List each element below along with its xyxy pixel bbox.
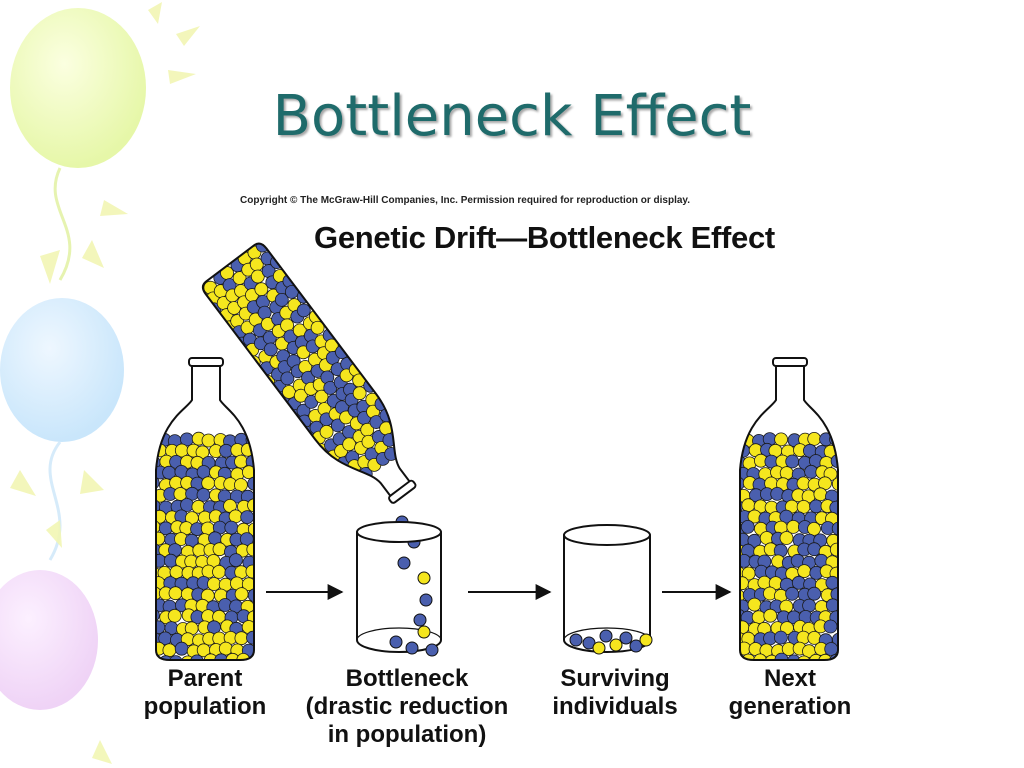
parent-population-bottle: [155, 357, 255, 661]
bead: [196, 487, 211, 502]
stage-label-line: population: [143, 693, 267, 720]
bead: [247, 476, 254, 491]
bead: [203, 653, 218, 660]
stage-label-surviving: Surviving individuals: [530, 665, 700, 721]
bead: [741, 498, 756, 513]
bead: [247, 522, 254, 537]
bead: [797, 564, 812, 578]
bead: [832, 632, 838, 647]
bead: [156, 433, 161, 448]
bead: [401, 433, 416, 448]
bead: [751, 610, 766, 625]
bead: [234, 587, 249, 601]
bead: [240, 510, 254, 524]
bead: [156, 475, 160, 490]
bead: [342, 479, 357, 494]
bead: [212, 565, 226, 579]
bead: [785, 586, 799, 601]
stage-label-next: Next generation: [705, 665, 875, 721]
bead: [162, 643, 177, 658]
bead: [831, 521, 838, 536]
bead: [156, 553, 166, 568]
bead: [807, 431, 822, 446]
stage-label-line: Parent: [167, 665, 243, 692]
stage-label-line: (drastic reduction: [305, 693, 509, 720]
bead: [201, 476, 216, 491]
bead: [224, 520, 239, 535]
bead: [740, 576, 749, 591]
bead: [156, 531, 166, 546]
bead: [190, 654, 204, 660]
bead: [818, 653, 833, 660]
bead: [763, 608, 778, 623]
bead: [779, 531, 794, 545]
bead: [234, 454, 248, 469]
bead: [807, 542, 822, 557]
stage-label-line: Surviving: [560, 665, 670, 692]
bead: [740, 620, 750, 635]
bead: [740, 499, 744, 514]
bead: [740, 433, 745, 448]
bead: [741, 653, 756, 660]
bead: [167, 608, 182, 623]
stage-label-line: generation: [728, 693, 852, 720]
green-balloon-icon: [10, 8, 146, 281]
pink-balloon-icon: [0, 570, 98, 710]
bead: [247, 588, 254, 603]
bead: [753, 653, 767, 660]
bead: [831, 477, 838, 491]
bead: [228, 553, 243, 567]
bead: [168, 586, 183, 601]
bead: [807, 586, 822, 601]
next-generation-beads: [740, 431, 838, 660]
bead: [156, 608, 160, 623]
bead: [740, 520, 755, 534]
bead: [786, 654, 801, 660]
bead: [218, 641, 233, 656]
next-generation-bottle: [739, 357, 839, 661]
slide-title: Bottleneck Effect: [272, 84, 752, 149]
bead: [247, 498, 254, 513]
surviving-beaker: [563, 524, 653, 655]
bead: [214, 653, 229, 660]
bead: [245, 564, 254, 579]
bead: [807, 522, 821, 536]
bead: [207, 577, 221, 591]
bead: [212, 542, 227, 557]
figure-title: Genetic Drift—Bottleneck Effect: [314, 220, 775, 255]
sparkle-rays-icon: [10, 2, 200, 764]
bead: [774, 630, 788, 645]
bead: [825, 575, 838, 590]
bead: [747, 597, 762, 612]
stage-label-parent: Parent population: [125, 665, 285, 721]
bead: [174, 641, 189, 656]
parent-beads: [156, 431, 254, 660]
bottleneck-beaker: [356, 521, 442, 657]
bead: [823, 619, 838, 634]
bead: [813, 487, 828, 502]
copyright-notice: Copyright © The McGraw-Hill Companies, I…: [240, 195, 691, 206]
bead: [233, 478, 248, 492]
bead: [234, 631, 249, 646]
bead: [785, 454, 800, 469]
bead: [824, 642, 838, 656]
bead: [774, 432, 788, 447]
bead: [829, 542, 838, 557]
bead: [241, 465, 254, 480]
stage-label-line: in population): [327, 721, 487, 748]
bead: [740, 476, 745, 491]
bead: [180, 498, 194, 512]
stage-label-line: individuals: [552, 693, 678, 720]
bead: [156, 520, 161, 534]
stage-label-line: Next: [763, 665, 817, 692]
stage-label-line: Bottleneck: [345, 665, 469, 692]
bead: [168, 655, 183, 660]
bead: [786, 520, 801, 534]
stage-label-bottleneck: Bottleneck (drastic reduction in populat…: [284, 665, 530, 749]
bead: [241, 577, 254, 592]
blue-balloon-icon: [0, 298, 124, 561]
